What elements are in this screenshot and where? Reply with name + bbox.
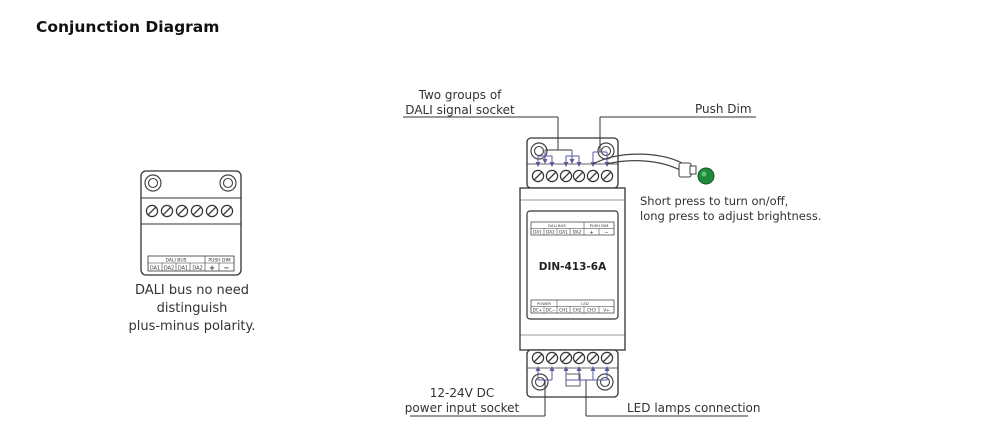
main-bottom-terminal-label: CH2 (573, 308, 582, 313)
left-terminal-label: DA2 (164, 266, 174, 272)
caption-line: distinguish (156, 301, 228, 316)
main-bottom-terminal-label: DC− (546, 308, 556, 313)
dali-socket-leader (403, 116, 582, 167)
push-dim-button (592, 153, 715, 185)
main-top-terminal-label: DA1 (533, 230, 542, 235)
dali-socket-callout: Two groups of DALI signal socket (400, 88, 520, 118)
left-terminal-label: − (224, 264, 230, 272)
callout-line: 12-24V DC (429, 386, 495, 400)
main-top-terminal-label: DA1 (559, 230, 568, 235)
caption-line: DALI bus no need (134, 283, 250, 298)
power-input-callout: 12-24V DC power input socket (404, 386, 520, 416)
description-line: Short press to turn on/off, (640, 194, 789, 208)
main-top-terminal-label: + (589, 230, 593, 236)
main-bottom-terminal-label: CH3 (587, 308, 596, 313)
callout-line: power input socket (404, 401, 520, 415)
model-name: DIN-413-6A (539, 261, 607, 273)
led-connection-leader (563, 366, 748, 417)
main-top-terminal-label: DA2 (546, 230, 555, 235)
left-terminal-label: + (209, 264, 215, 272)
push-dim-callout: Push Dim (695, 102, 752, 116)
main-dali-bus-header: DALI BUS (548, 223, 566, 228)
main-bottom-terminal-label: CH1 (559, 308, 568, 313)
caption-line: plus-minus polarity. (128, 319, 256, 334)
main-top-terminal-label: DA2 (573, 230, 582, 235)
push-dim-description: Short press to turn on/off, long press t… (640, 194, 821, 224)
left-terminal-label: DA1 (178, 266, 188, 272)
left-terminal-label: DA2 (192, 266, 202, 272)
callout-line: DALI signal socket (405, 103, 515, 117)
left-dali-bus-header: DALI BUS (166, 258, 187, 264)
left-module-caption: DALI bus no need distinguish plus-minus … (116, 282, 268, 336)
left-module: DALI BUS PUSH DIM DA1 DA2 DA1 DA2 + − (140, 170, 242, 276)
main-bottom-terminal-label: DC+ (533, 308, 543, 313)
left-push-dim-header: PUSH DIM (208, 258, 230, 264)
main-power-header: POWER (537, 301, 551, 306)
power-input-leader (410, 366, 555, 417)
callout-line: Two groups of (418, 88, 502, 102)
main-led-header: LED (581, 301, 589, 306)
diagram-title: Conjunction Diagram (36, 18, 220, 36)
left-terminal-label: DA1 (150, 266, 160, 272)
main-push-dim-header: PUSH DIM (590, 223, 609, 228)
main-bottom-terminal-label: V+ (603, 308, 610, 313)
led-connection-callout: LED lamps connection (627, 401, 761, 415)
main-top-terminal-label: − (604, 230, 608, 236)
din-module: DALI BUS PUSH DIM DA1 DA2 DA1 DA2 + − DI… (519, 137, 626, 398)
description-line: long press to adjust brightness. (640, 209, 822, 223)
